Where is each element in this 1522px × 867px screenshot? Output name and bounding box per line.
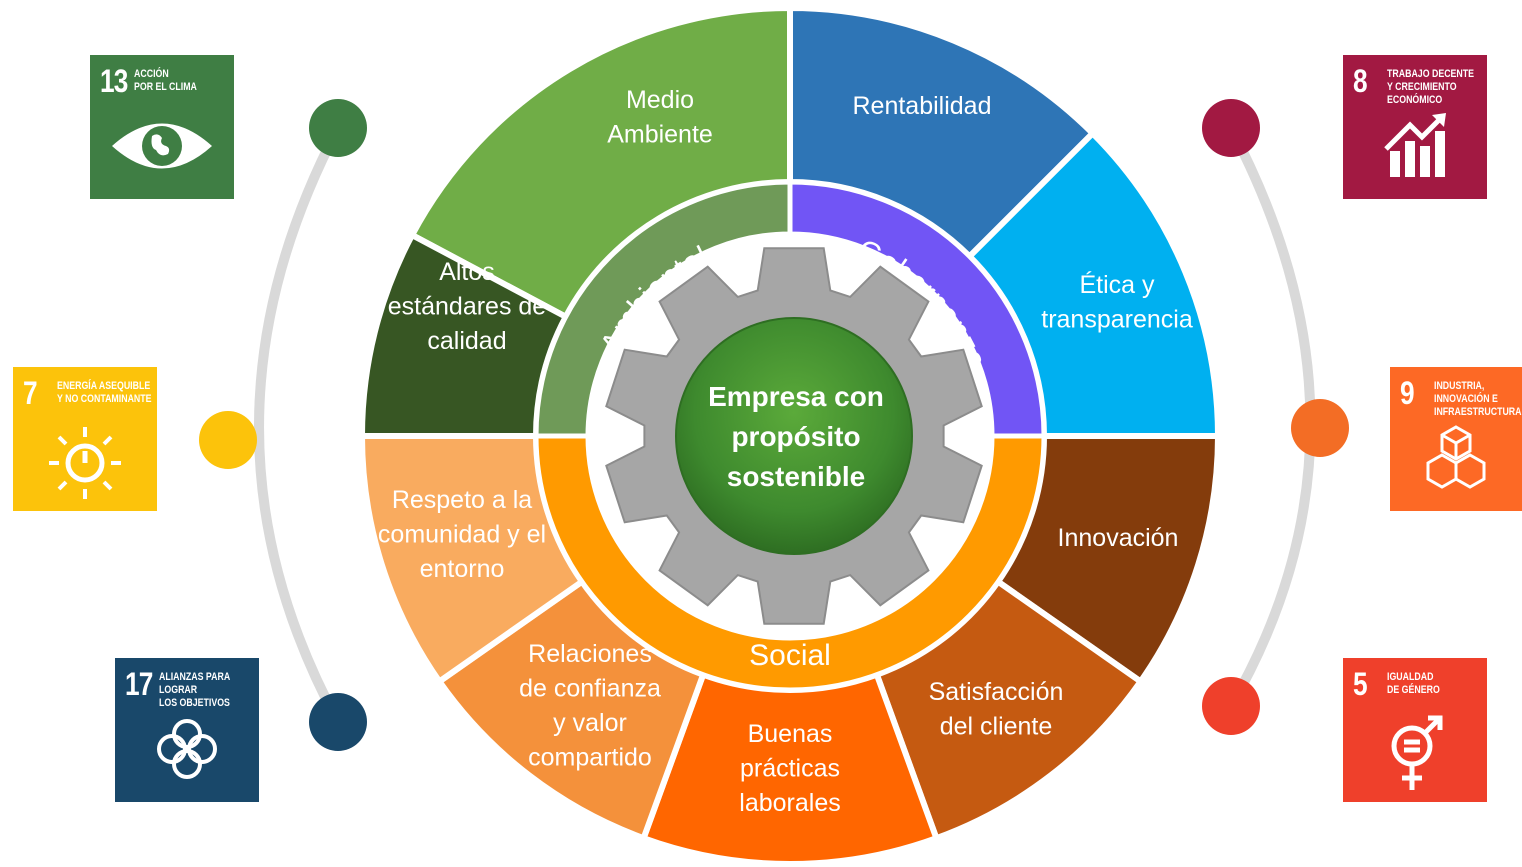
sdg-13-number: 13	[100, 63, 128, 99]
sdg-7-tile: 7 ENERGÍA ASEQUIBLE Y NO CONTAMINANTE	[13, 367, 157, 511]
center-line-1: Empresa con	[708, 381, 884, 412]
sdg-9-title: INDUSTRIA, INNOVACIÓN E INFRAESTRUCTURA	[1434, 380, 1522, 418]
flower-rings-icon	[115, 714, 259, 794]
center-line-2: propósito	[731, 421, 860, 452]
sdg-8-title: TRABAJO DECENTE Y CRECIMIENTO ECONÓMICO	[1387, 68, 1475, 106]
sdg-7-title: ENERGÍA ASEQUIBLE Y NO CONTAMINANTE	[57, 380, 152, 405]
sdg-9-tile: 9 INDUSTRIA, INNOVACIÓN E INFRAESTRUCTUR…	[1390, 367, 1522, 511]
sdg-13-tile: 13 ACCIÓN POR EL CLIMA	[90, 55, 234, 199]
gender-equality-icon	[1343, 714, 1487, 794]
sdg-17-title: ALIANZAS PARA LOGRAR LOS OBJETIVOS	[159, 671, 231, 709]
connector-dot-13	[309, 99, 367, 157]
segment-label-innovacion: Innovación	[1058, 524, 1179, 552]
center-circle	[675, 317, 913, 555]
left-connector-arc	[254, 125, 343, 725]
growth-chart-icon	[1343, 111, 1487, 191]
sdg-8-number: 8	[1353, 63, 1368, 99]
sdg-9-number: 9	[1400, 375, 1415, 411]
cubes-icon	[1390, 423, 1522, 503]
connector-dot-5	[1202, 677, 1260, 735]
sdg-5-title: IGUALDAD DE GÉNERO	[1387, 671, 1440, 696]
sdg-7-number: 7	[23, 375, 38, 411]
center-line-3: sostenible	[727, 461, 865, 492]
connector-dot-9	[1291, 399, 1349, 457]
sdg-13-title: ACCIÓN POR EL CLIMA	[134, 68, 197, 93]
sdg-17-tile: 17 ALIANZAS PARA LOGRAR LOS OBJETIVOS	[115, 658, 259, 802]
connector-dot-8	[1202, 99, 1260, 157]
sdg-5-number: 5	[1353, 666, 1368, 702]
sdg-5-tile: 5 IGUALDAD DE GÉNERO	[1343, 658, 1487, 802]
social-label: Social	[749, 639, 831, 672]
sdg-17-number: 17	[125, 666, 153, 702]
sun-power-icon	[13, 423, 157, 503]
connector-dot-7	[199, 411, 257, 469]
eye-globe-icon	[90, 111, 234, 191]
segment-label-rentabilidad: Rentabilidad	[853, 92, 992, 120]
connector-dot-17	[309, 693, 367, 751]
sdg-8-tile: 8 TRABAJO DECENTE Y CRECIMIENTO ECONÓMIC…	[1343, 55, 1487, 199]
